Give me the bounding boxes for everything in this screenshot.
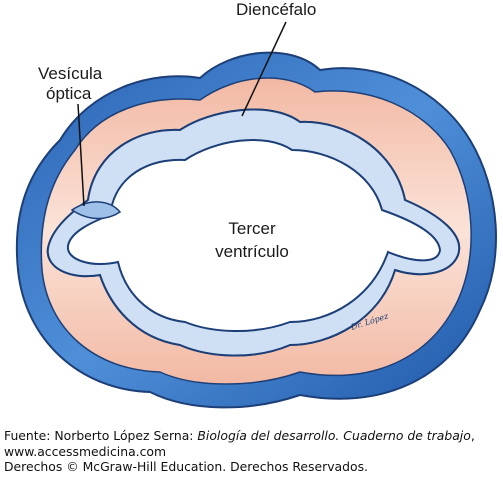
optic-vesicle xyxy=(70,201,122,220)
caption-rights: Derechos © McGraw-Hill Education. Derech… xyxy=(4,459,368,474)
caption-book-title: Biología del desarrollo. Cuaderno de tra… xyxy=(197,428,471,443)
optic-vesicle-leader xyxy=(77,103,85,207)
label-diencephalon: Diencéfalo xyxy=(236,0,316,19)
third-ventricle-cavity xyxy=(66,139,442,332)
caption-source-suffix: , www.accessmedicina.com xyxy=(4,428,475,459)
figure-caption: Fuente: Norberto López Serna: Biología d… xyxy=(4,428,501,475)
label-optic-vesicle-line1: Vesícula xyxy=(38,64,103,83)
label-third-ventricle-line2: ventrículo xyxy=(215,242,289,261)
caption-source-prefix: Fuente: Norberto López Serna: xyxy=(4,428,198,443)
diencephalon-cross-section-diagram: Diencéfalo Vesícula óptica Tercer ventrí… xyxy=(15,0,498,409)
label-optic-vesicle-line2: óptica xyxy=(46,84,92,103)
diencephalon-leader xyxy=(241,21,287,117)
label-third-ventricle-line1: Tercer xyxy=(228,219,276,238)
